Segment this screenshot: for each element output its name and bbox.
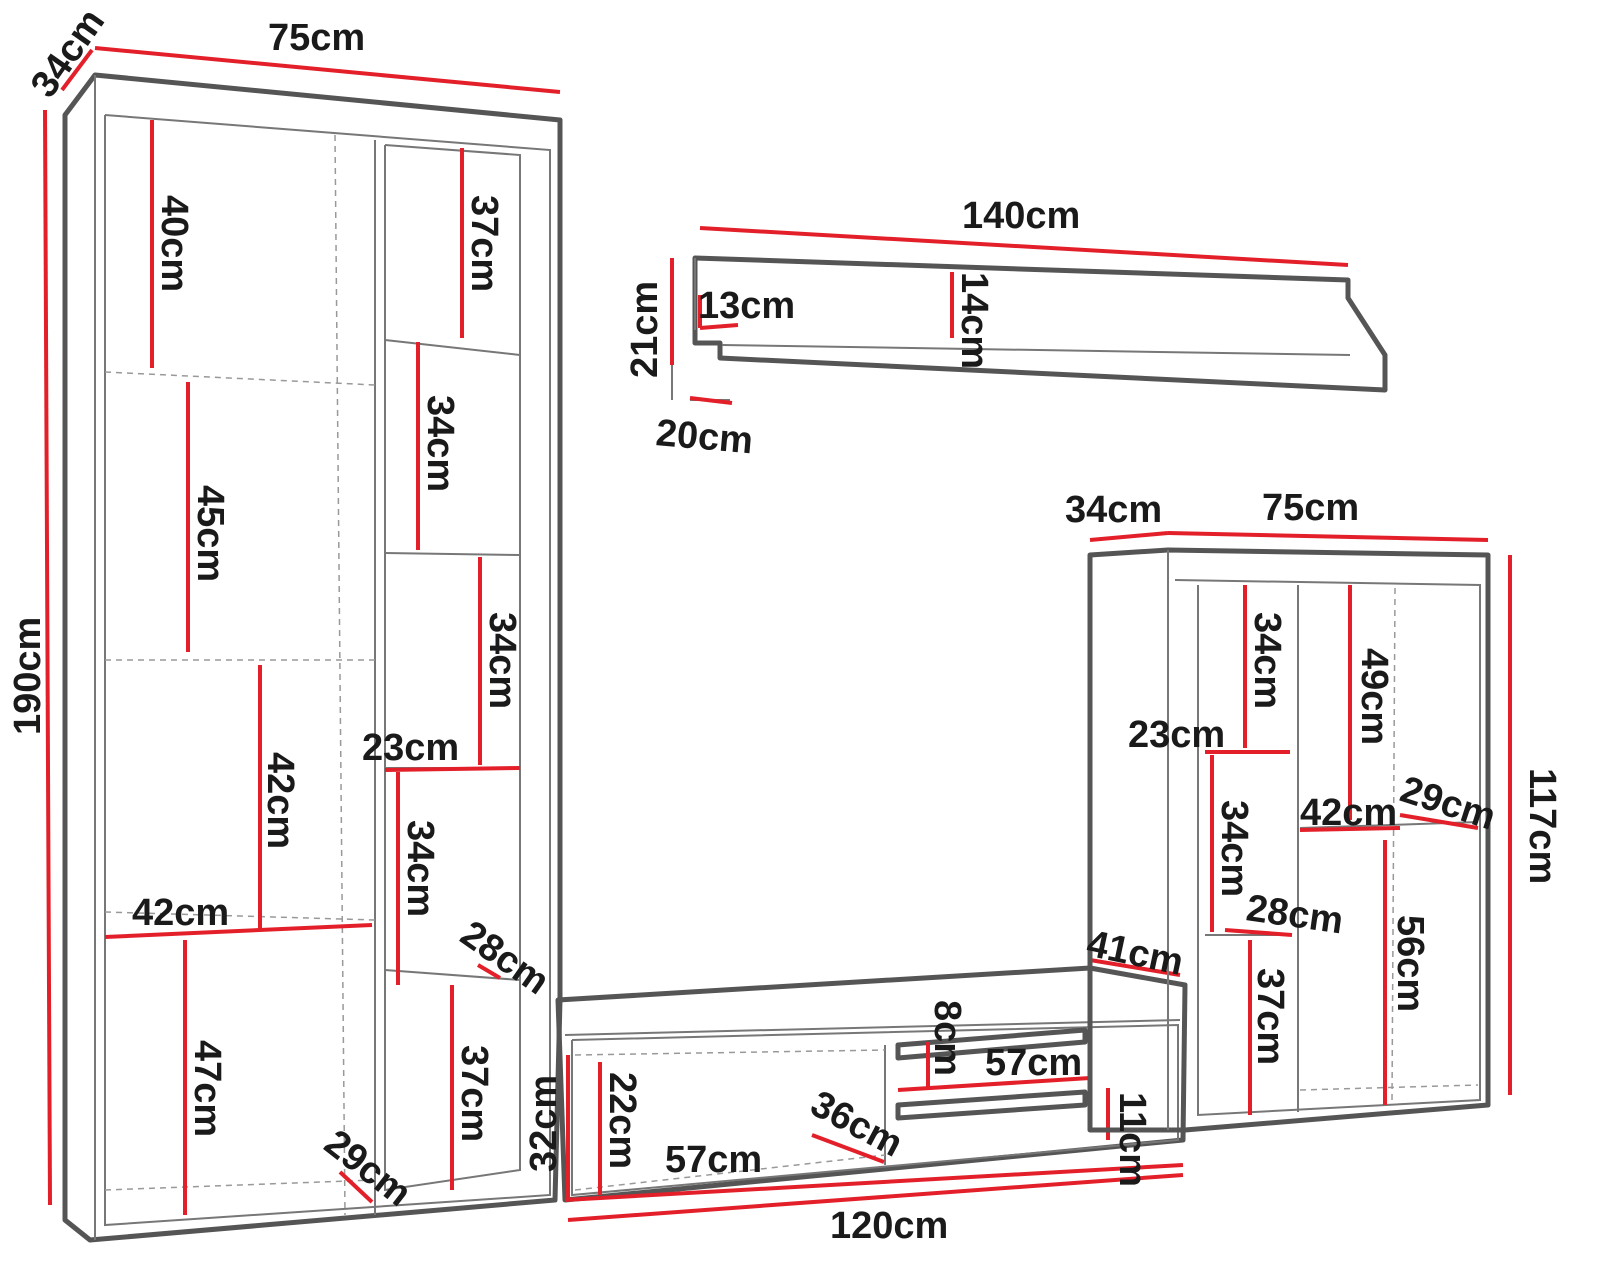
label-short-42: 42cm — [1300, 792, 1397, 834]
label-shelf-20: 20cm — [654, 412, 754, 462]
label-short-23: 23cm — [1128, 714, 1225, 756]
label-short-34b: 34cm — [1213, 800, 1255, 897]
label-tall-37b: 37cm — [453, 1045, 495, 1142]
label-tall-depth: 34cm — [23, 1, 113, 105]
label-tall-42v: 42cm — [259, 752, 301, 849]
dimension-labels: 34cm 75cm 190cm 40cm 45cm 42cm 42cm 47cm… — [7, 1, 1563, 1247]
label-shelf-21: 21cm — [624, 281, 666, 378]
label-tall-29: 29cm — [316, 1122, 418, 1215]
label-tv-22: 22cm — [601, 1072, 643, 1169]
label-shelf-width: 140cm — [962, 195, 1080, 237]
label-tall-34a: 34cm — [419, 395, 461, 492]
wall-shelf — [670, 226, 1388, 405]
label-tv-depth: 41cm — [1083, 923, 1187, 984]
label-tv-57a: 57cm — [665, 1139, 762, 1181]
label-tall-width: 75cm — [268, 17, 365, 59]
label-tall-47: 47cm — [186, 1040, 228, 1137]
label-tv-11: 11cm — [1111, 1092, 1153, 1187]
label-short-37: 37cm — [1249, 968, 1291, 1065]
label-tall-28: 28cm — [453, 913, 557, 1003]
short-cabinet — [1087, 531, 1512, 1133]
tall-cabinet-dimensions — [43, 46, 561, 1215]
label-short-34a: 34cm — [1246, 612, 1288, 709]
label-short-56: 56cm — [1389, 915, 1431, 1012]
label-tall-45: 45cm — [189, 485, 231, 582]
label-short-height: 117cm — [1521, 768, 1563, 884]
label-tall-34b: 34cm — [481, 612, 523, 709]
label-tall-42h: 42cm — [132, 892, 229, 934]
label-short-29: 29cm — [1395, 769, 1500, 839]
tv-stand — [555, 958, 1188, 1222]
label-tv-32: 32cm — [523, 1075, 565, 1172]
label-short-49: 49cm — [1353, 648, 1395, 745]
label-short-depth: 34cm — [1065, 489, 1162, 531]
label-tv-width: 120cm — [830, 1205, 948, 1247]
label-short-width: 75cm — [1262, 487, 1359, 529]
label-tall-23: 23cm — [362, 727, 459, 769]
label-tall-34c: 34cm — [399, 820, 441, 917]
label-shelf-13: 13cm — [698, 285, 795, 327]
label-tall-37a: 37cm — [463, 195, 505, 292]
label-tall-40: 40cm — [153, 195, 195, 292]
label-tv-8: 8cm — [926, 1000, 968, 1076]
label-tv-57b: 57cm — [985, 1042, 1082, 1084]
label-tall-height: 190cm — [7, 617, 49, 735]
label-shelf-14: 14cm — [953, 272, 995, 369]
